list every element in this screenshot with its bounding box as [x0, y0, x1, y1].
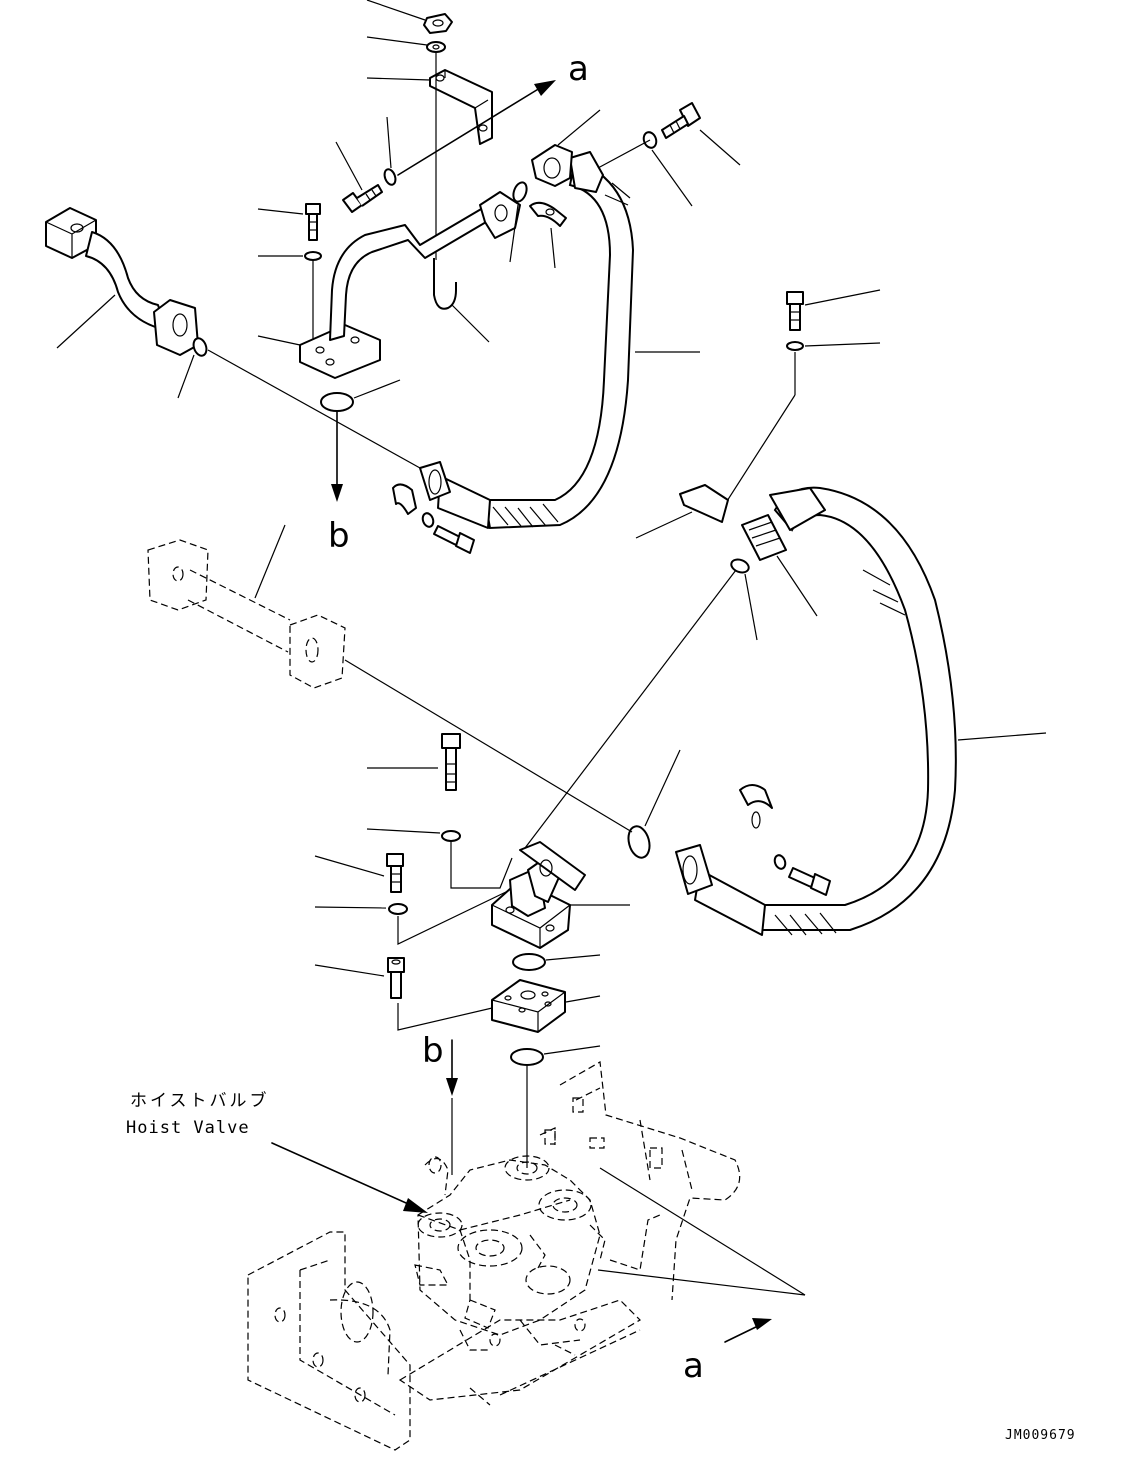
pipe-upper-left	[45, 207, 199, 356]
hoist-valve-assembly	[247, 1061, 741, 1451]
bolt-upper-right	[661, 102, 701, 139]
callout-a-top: a	[568, 49, 589, 89]
bolt-upper-left	[342, 184, 383, 213]
o-ring-upper	[512, 953, 546, 971]
bolt-right	[786, 291, 804, 331]
bolt-pipe-left	[305, 203, 321, 241]
bolt-short	[386, 853, 404, 893]
bracket	[429, 69, 493, 145]
pipe-middle	[147, 539, 346, 689]
elbow-pipe	[299, 191, 521, 379]
top-washer	[426, 41, 446, 53]
hose-lower-right	[675, 486, 957, 936]
o-ring-flange	[320, 392, 354, 412]
hoist-valve-label-en: Hoist Valve	[126, 1118, 250, 1138]
j-hook	[433, 258, 457, 310]
split-flange-upper	[529, 201, 567, 227]
socket-bolt	[387, 957, 405, 999]
hose-top-flange	[531, 144, 573, 187]
clamp-half	[679, 484, 729, 523]
spacer-plate	[491, 979, 566, 1033]
elbow-block	[491, 841, 586, 949]
bolt-long	[441, 733, 461, 791]
callout-a-bottom: a	[683, 1346, 704, 1386]
hoist-valve-label-jp: ホイストバルブ	[130, 1090, 270, 1111]
hose-upper	[419, 151, 635, 530]
o-ring-lower	[510, 1048, 544, 1066]
callout-b-bottom: b	[422, 1031, 444, 1071]
callout-b-top: b	[328, 516, 350, 556]
drawing-code: JM009679	[1005, 1428, 1076, 1443]
top-nut	[423, 13, 453, 34]
